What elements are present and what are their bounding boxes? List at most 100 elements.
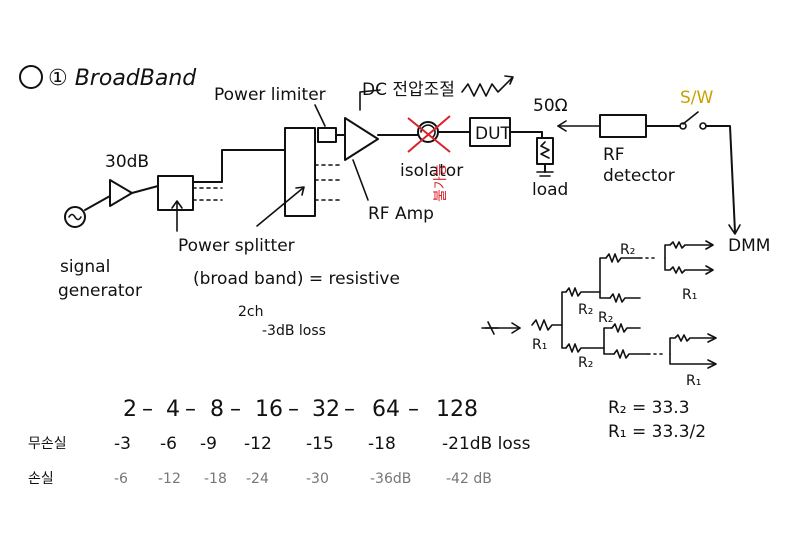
row1-value: -3 <box>114 434 131 454</box>
two-channel-label: 2ch <box>238 304 263 320</box>
seq-dash: – <box>142 397 153 422</box>
r1-lower-right-label: R₁ <box>686 373 701 389</box>
splitter-2-pointer-arrow <box>256 187 304 227</box>
row2-label: 손실 <box>28 471 54 487</box>
attenuator-30db: 30dB <box>105 152 159 207</box>
row1-label: 무손실 <box>28 436 67 452</box>
circled-number-one <box>19 65 43 89</box>
row2-value: -36dB <box>370 471 411 487</box>
power-splitter-label: Power splitter <box>178 236 295 256</box>
input-marker <box>484 321 499 335</box>
arrowhead-right-icon <box>511 322 521 334</box>
dc-control-wire <box>359 89 381 111</box>
power-limiter-box <box>317 127 337 143</box>
power-limiter-label: Power limiter <box>214 85 326 105</box>
switch-and-dmm: S/W DMM <box>679 88 770 256</box>
row1-value: -15 <box>306 434 334 454</box>
row2-value: -24 <box>246 471 269 487</box>
title-group: ① BroadBand <box>19 65 197 91</box>
seq-item: 2 <box>123 397 137 422</box>
row1-value: -12 <box>244 434 272 454</box>
dc-voltage-control-label: DC 전압조절 <box>362 80 455 100</box>
seq-item: 64 <box>372 397 400 422</box>
rf-detector-box <box>599 114 647 138</box>
tree-branch-1 <box>561 291 567 349</box>
power-limiter: Power limiter <box>214 85 346 143</box>
r1-equation: R₁ = 33.3/2 <box>608 422 706 442</box>
generator-label: generator <box>58 281 142 301</box>
rf-amplifier: DC 전압조절 RF Amp <box>344 75 514 224</box>
r2-equation: R₂ = 33.3 <box>608 398 690 418</box>
load-50ohm: 50Ω load <box>532 96 568 200</box>
seq-item: 8 <box>210 397 224 422</box>
power-splitter-2: Power splitter (broad band) = resistive … <box>178 127 400 339</box>
resistor-r2-upper-branch <box>565 287 601 297</box>
wire-splitter1-to-splitter2 <box>192 149 286 183</box>
seq-item: 128 <box>436 397 478 422</box>
rf-detector: RF detector <box>557 114 681 186</box>
unavailable-label: 불가능 <box>433 163 449 202</box>
split-sequence: 2 – 4 – 8 – 16 – 32 – 64 – 128 <box>123 397 478 422</box>
seq-item: 16 <box>255 397 283 422</box>
seq-dash: – <box>288 397 299 422</box>
tree-branch-2 <box>599 257 611 299</box>
arrowhead-left-icon <box>557 120 567 132</box>
variable-resistor-symbol <box>461 77 513 97</box>
row2-value: -30 <box>306 471 329 487</box>
ohm-label: 50Ω <box>533 96 568 116</box>
attenuator-triangle <box>109 179 133 207</box>
r2-top-label: R₂ <box>620 242 635 258</box>
row1-value: -18 <box>368 434 396 454</box>
seq-dash: – <box>185 397 196 422</box>
r1-upper-right-label: R₁ <box>682 287 697 303</box>
row2-value: -12 <box>158 471 181 487</box>
loss-table: 무손실 -3 -6 -9 -12 -15 -18 -21dB loss 손실 -… <box>28 434 531 487</box>
rf-amp-triangle <box>344 117 379 161</box>
isolator-label: isolator <box>400 161 463 181</box>
load-resistor-zigzag <box>540 141 550 159</box>
output-bot-1 <box>669 334 716 355</box>
seq-item: 4 <box>166 397 180 422</box>
resistor-tree: R₁ R₂ R₂ R₁ R₂ R₂ R₁ R₂ = 33.3 R₁ = 33.3… <box>481 240 717 442</box>
arrowhead-outputs-icon <box>705 240 714 275</box>
rf-amp-pointer <box>352 159 369 201</box>
signal-generator: signal generator <box>58 195 142 301</box>
arrowhead-icon <box>295 186 305 196</box>
broadband-resistive-label: (broad band) = resistive <box>193 269 400 289</box>
resistor-r2-top <box>605 253 641 263</box>
signal-generator-symbol <box>64 206 86 228</box>
resistor-r2-lower-out <box>613 349 649 359</box>
rf-detector-label-2: detector <box>603 166 675 186</box>
wire-generator-to-attenuator <box>84 195 111 211</box>
row1-value: -9 <box>200 434 217 454</box>
seq-dash: – <box>408 397 419 422</box>
r2-upper-label: R₂ <box>598 310 613 326</box>
tree-branch-3 <box>603 327 615 355</box>
isolator: isolator 불가능 <box>400 115 471 202</box>
arrowhead-outputs-bot-icon <box>707 333 717 369</box>
resistor-r2-mid-out <box>609 293 641 303</box>
power-splitter-1 <box>157 149 286 232</box>
wire-attenuator-to-splitter <box>131 185 159 194</box>
variable-arrow-icon <box>504 75 514 85</box>
dut: DUT <box>469 117 543 147</box>
seq-dash: – <box>230 397 241 422</box>
load-label: load <box>532 180 568 200</box>
wire-switch-to-dmm <box>705 125 736 233</box>
row2-value: -6 <box>114 471 128 487</box>
attenuator-label: 30dB <box>105 152 149 172</box>
arrowhead-down-icon <box>728 224 741 235</box>
switch-lever <box>682 111 699 125</box>
page-title: ① BroadBand <box>48 66 197 91</box>
dmm-label: DMM <box>728 236 770 256</box>
output-top-1 <box>664 241 713 259</box>
resistor-r2-lower-branch <box>565 343 605 353</box>
cross-out-mark <box>407 115 451 153</box>
sine-icon <box>68 213 82 221</box>
dut-label: DUT <box>475 124 512 144</box>
rf-amp-label: RF Amp <box>368 204 434 224</box>
row2-value: -18 <box>204 471 227 487</box>
resistor-r1-main <box>531 319 563 331</box>
resistor-r2-lower-top <box>611 323 641 333</box>
power-limiter-pointer <box>314 104 326 127</box>
